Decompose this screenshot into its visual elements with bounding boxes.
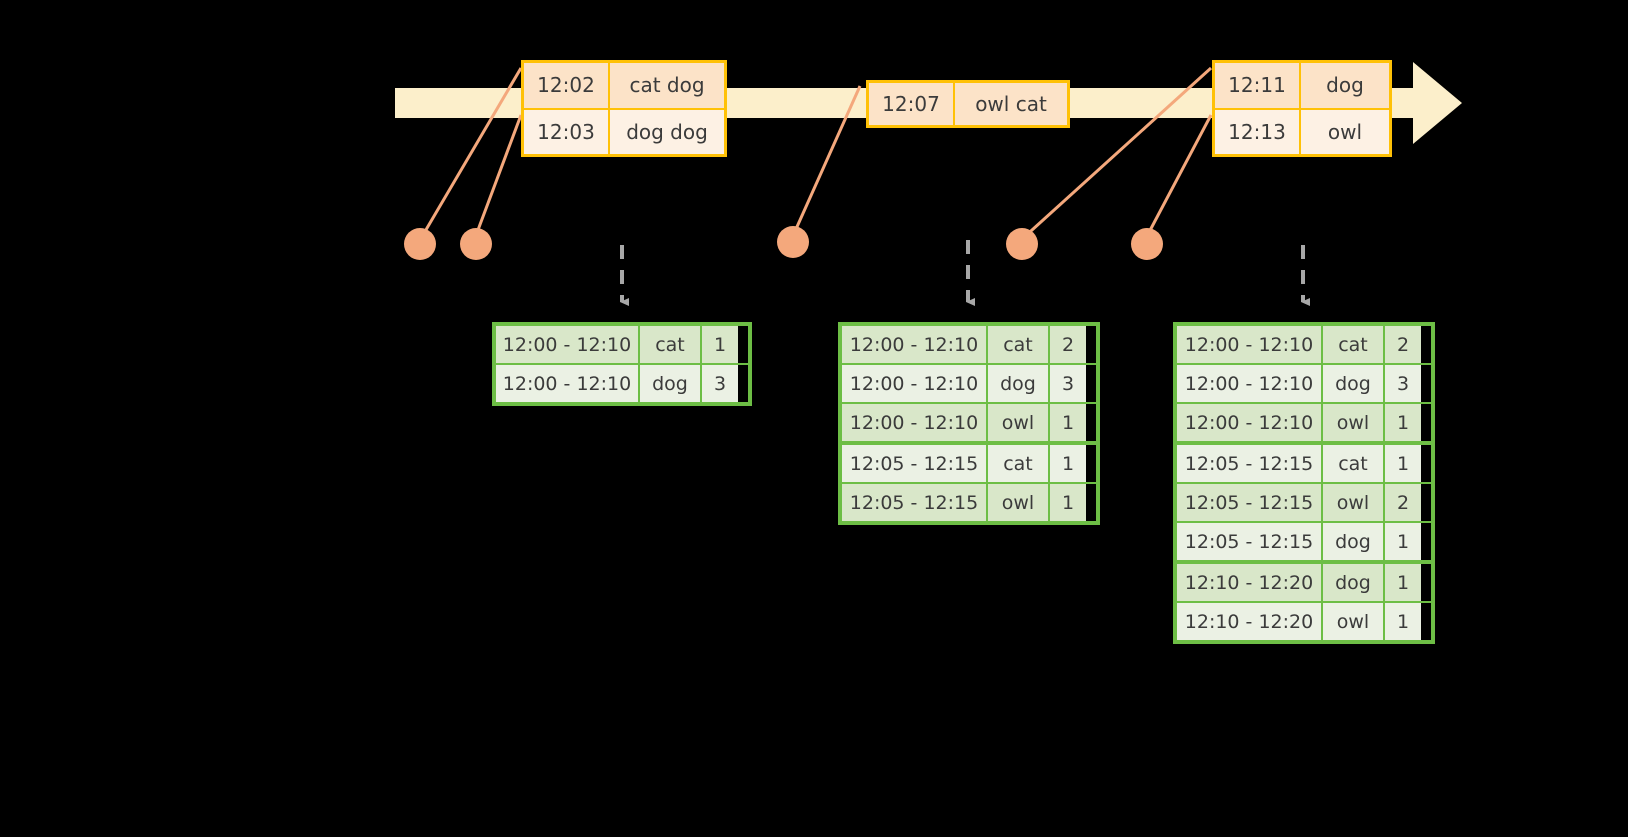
window-cell: 12:05 - 12:15: [842, 445, 988, 482]
event-words: owl cat: [955, 83, 1067, 125]
count-cell: 2: [1385, 326, 1421, 363]
window-cell: 12:05 - 12:15: [1177, 484, 1323, 521]
window-cell: 12:10 - 12:20: [1177, 564, 1323, 601]
table-row[interactable]: 12:00 - 12:10 owl 1: [842, 402, 1096, 441]
table-row[interactable]: 12:00 - 12:10 cat 1: [496, 326, 748, 363]
count-cell: 1: [1385, 523, 1421, 560]
event-dots: [404, 226, 1163, 260]
key-cell: cat: [640, 326, 702, 363]
connector-1203: [473, 114, 523, 239]
window-cell: 12:05 - 12:15: [842, 484, 988, 521]
table-row[interactable]: 12:10 - 12:20 owl 1: [1177, 601, 1431, 640]
table-row[interactable]: 12:00 - 12:10 dog 3: [1177, 363, 1431, 402]
count-cell: 1: [1050, 404, 1086, 441]
table-row[interactable]: 12:00 - 12:10 cat 2: [842, 326, 1096, 363]
key-cell: dog: [1323, 365, 1385, 402]
count-cell: 1: [1385, 445, 1421, 482]
event-time: 12:11: [1215, 63, 1301, 108]
trigger-arrows: [620, 240, 1310, 306]
window-cell: 12:05 - 12:15: [1177, 523, 1323, 560]
count-cell: 1: [1050, 445, 1086, 482]
table-row[interactable]: 12:10 - 12:20 dog 1: [1177, 560, 1431, 601]
key-cell: owl: [1323, 404, 1385, 441]
key-cell: cat: [1323, 445, 1385, 482]
key-cell: owl: [988, 404, 1050, 441]
event-words: owl: [1301, 109, 1389, 154]
event-words: dog: [1301, 63, 1389, 108]
window-cell: 12:00 - 12:10: [842, 365, 988, 402]
count-cell: 1: [1385, 564, 1421, 601]
result-table-1[interactable]: 12:00 - 12:10 cat 1 12:00 - 12:10 dog 3: [492, 322, 752, 406]
table-row[interactable]: 12:05 - 12:15 cat 1: [1177, 441, 1431, 482]
event-box-3[interactable]: 12:11 dog 12:13 owl: [1212, 60, 1392, 157]
event-dot-1207: [777, 226, 809, 258]
window-cell: 12:00 - 12:10: [496, 365, 640, 402]
window-cell: 12:00 - 12:10: [1177, 404, 1323, 441]
table-row[interactable]: 12:05 - 12:15 owl 2: [1177, 482, 1431, 521]
event-dot-1213: [1131, 228, 1163, 260]
window-cell: 12:00 - 12:10: [496, 326, 640, 363]
key-cell: cat: [1323, 326, 1385, 363]
result-table-2[interactable]: 12:00 - 12:10 cat 2 12:00 - 12:10 dog 3 …: [838, 322, 1100, 525]
count-cell: 2: [1385, 484, 1421, 521]
count-cell: 2: [1050, 326, 1086, 363]
event-dot-1202: [404, 228, 436, 260]
key-cell: owl: [988, 484, 1050, 521]
count-cell: 1: [1050, 484, 1086, 521]
table-row[interactable]: 12:05 - 12:15 cat 1: [842, 441, 1096, 482]
connector-1213: [1144, 114, 1213, 239]
key-cell: cat: [988, 326, 1050, 363]
key-cell: dog: [1323, 523, 1385, 560]
count-cell: 1: [1385, 404, 1421, 441]
table-row[interactable]: 12:00 - 12:10 dog 3: [496, 363, 748, 402]
event-time: 12:07: [869, 83, 955, 125]
event-row[interactable]: 12:02 cat dog: [524, 63, 724, 108]
result-table-3[interactable]: 12:00 - 12:10 cat 2 12:00 - 12:10 dog 3 …: [1173, 322, 1435, 644]
event-dot-1211: [1006, 228, 1038, 260]
window-cell: 12:05 - 12:15: [1177, 445, 1323, 482]
event-row[interactable]: 12:13 owl: [1215, 107, 1389, 154]
event-row[interactable]: 12:07 owl cat: [869, 83, 1067, 125]
window-cell: 12:00 - 12:10: [1177, 365, 1323, 402]
table-row[interactable]: 12:00 - 12:10 cat 2: [1177, 326, 1431, 363]
table-row[interactable]: 12:00 - 12:10 dog 3: [842, 363, 1096, 402]
window-cell: 12:00 - 12:10: [842, 326, 988, 363]
window-cell: 12:00 - 12:10: [1177, 326, 1323, 363]
key-cell: dog: [988, 365, 1050, 402]
key-cell: owl: [1323, 603, 1385, 640]
event-time: 12:13: [1215, 109, 1301, 154]
count-cell: 3: [1385, 365, 1421, 402]
event-box-2[interactable]: 12:07 owl cat: [866, 80, 1070, 128]
event-dot-1203: [460, 228, 492, 260]
event-words: cat dog: [610, 63, 724, 108]
table-row[interactable]: 12:05 - 12:15 dog 1: [1177, 521, 1431, 560]
event-time: 12:03: [524, 109, 610, 154]
event-row[interactable]: 12:11 dog: [1215, 63, 1389, 108]
key-cell: dog: [1323, 564, 1385, 601]
event-words: dog dog: [610, 109, 724, 154]
connector-1207: [790, 85, 862, 239]
table-row[interactable]: 12:05 - 12:15 owl 1: [842, 482, 1096, 521]
window-cell: 12:00 - 12:10: [842, 404, 988, 441]
key-cell: owl: [1323, 484, 1385, 521]
key-cell: dog: [640, 365, 702, 402]
key-cell: cat: [988, 445, 1050, 482]
count-cell: 3: [702, 365, 738, 402]
window-cell: 12:10 - 12:20: [1177, 603, 1323, 640]
event-box-1[interactable]: 12:02 cat dog 12:03 dog dog: [521, 60, 727, 157]
count-cell: 1: [702, 326, 738, 363]
connector-1202: [418, 67, 523, 241]
event-time: 12:02: [524, 63, 610, 108]
count-cell: 3: [1050, 365, 1086, 402]
event-row[interactable]: 12:03 dog dog: [524, 107, 724, 154]
table-row[interactable]: 12:00 - 12:10 owl 1: [1177, 402, 1431, 441]
count-cell: 1: [1385, 603, 1421, 640]
